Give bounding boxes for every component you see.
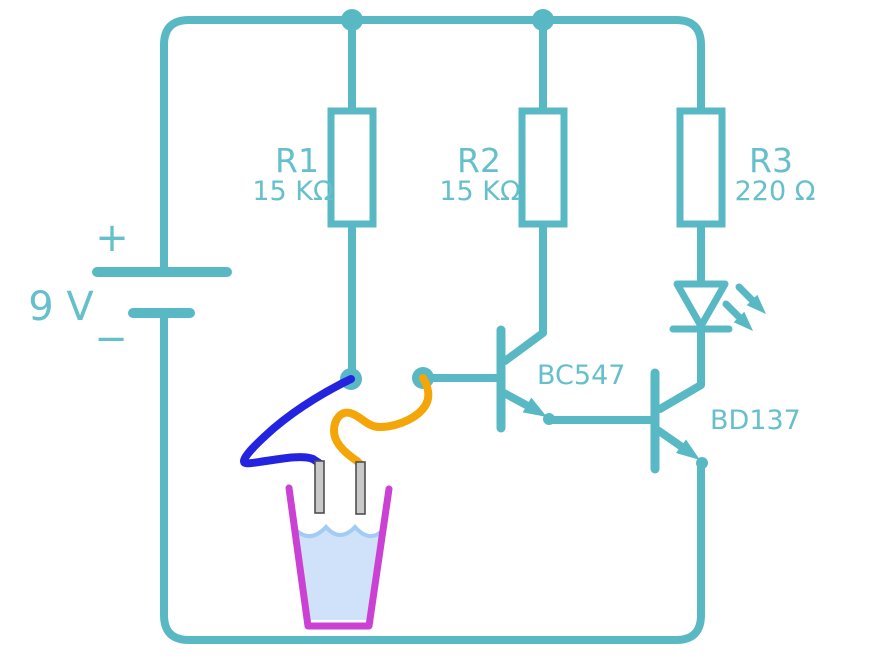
transistor-bd137-label: BD137 [710,405,801,436]
junction-dot-top-r1 [341,9,363,31]
resistor-r3-body [676,107,726,228]
probe-electrode-2 [355,461,366,515]
battery-voltage-label: 9 V [28,284,94,330]
probes [314,460,366,515]
led-triangle-icon [673,280,729,330]
led-ray-arrow-icon-1 [746,294,766,314]
led-ray-1 [735,283,757,305]
resistor-r2-value: 15 KΩ [439,176,520,207]
water-surface-waves [295,524,384,539]
probe-wire-orange [329,374,433,468]
bc547-emitter-arrow-icon [522,397,547,417]
transistor-bc547-label: BC547 [537,360,625,391]
led-ray-2 [722,300,744,322]
probe-wire-blue [239,375,355,468]
junction-dot-top-r2 [532,9,554,31]
wire-bc547-emitter [500,389,532,410]
resistor-r3-name: R3 [749,141,793,180]
circuit-wires [92,16,757,644]
wire-led-to-bd137-collector [656,323,705,413]
junction-dot-bd137-emitter [696,457,708,469]
wire-r2-to-bc547-collector [501,218,547,365]
resistor-r1-body [327,107,377,228]
junction-dot-bc547-emitter [543,413,555,425]
battery-minus-sign: − [94,316,128,362]
labels: 9 V + − R1 15 KΩ R2 15 KΩ R3 220 Ω BC547… [28,141,815,436]
resistor-r2-name: R2 [457,141,501,180]
resistor-bodies [327,107,726,228]
resistor-r2-body [518,107,568,228]
cup-outline [285,484,393,630]
water [297,527,382,620]
wire-bottom-rail [160,313,705,644]
wire-bd137-emitter [655,427,686,451]
resistor-r3-value: 220 Ω [735,176,816,207]
led-ray-arrow-icon-2 [733,311,753,331]
resistor-r1-value: 15 KΩ [252,176,333,207]
battery-plus-sign: + [95,215,129,261]
bd137-emitter-arrow-icon [676,439,700,460]
wire-top-rail [160,16,705,274]
resistor-r1-name: R1 [275,141,319,180]
probe-electrode-1 [314,460,325,514]
